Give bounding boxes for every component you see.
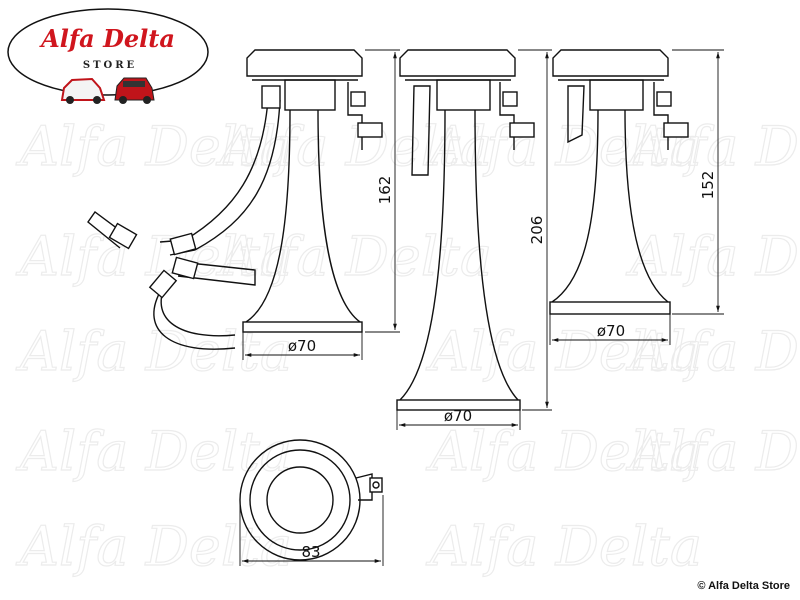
svg-text:83: 83	[301, 543, 320, 561]
svg-text:Alfa Delta: Alfa Delta	[625, 420, 800, 483]
svg-text:Alfa Delta: Alfa Delta	[15, 115, 292, 178]
horn-side-view-3	[549, 49, 689, 315]
svg-text:ø70: ø70	[597, 322, 625, 340]
svg-text:Alfa Delta: Alfa Delta	[425, 515, 702, 578]
svg-text:Alfa Delta: Alfa Delta	[625, 115, 800, 178]
svg-text:Alfa Delta: Alfa Delta	[15, 515, 292, 578]
dimension-horn3-height: 152	[672, 49, 724, 315]
svg-text:Alfa Delta: Alfa Delta	[425, 320, 702, 383]
svg-text:152: 152	[699, 171, 717, 200]
horn-side-view-2	[396, 49, 535, 411]
svg-text:Alfa Delta: Alfa Delta	[625, 225, 800, 288]
dimension-horn3-diameter: ø70	[549, 314, 671, 345]
dimension-horn2-height: 206	[518, 49, 552, 411]
svg-text:Alfa Delta: Alfa Delta	[215, 115, 492, 178]
svg-text:Alfa Delta: Alfa Delta	[39, 24, 175, 53]
logo: Alfa Delta STORE	[7, 8, 209, 104]
svg-text:206: 206	[528, 216, 546, 245]
dimension-horn2-diameter: ø70	[396, 407, 521, 430]
svg-text:ø70: ø70	[288, 337, 316, 355]
svg-text:Alfa Delta: Alfa Delta	[625, 320, 800, 383]
svg-text:162: 162	[376, 176, 394, 205]
dimension-horn1-height: 162	[365, 49, 400, 333]
svg-text:STORE: STORE	[83, 60, 137, 71]
svg-text:Alfa Delta: Alfa Delta	[15, 420, 292, 483]
dimension-horn1-diameter: ø70	[242, 332, 363, 360]
copyright-notice: © Alfa Delta Store	[697, 580, 790, 592]
svg-text:Alfa Delta: Alfa Delta	[215, 225, 492, 288]
svg-text:Alfa Delta: Alfa Delta	[15, 225, 292, 288]
svg-text:Alfa Delta: Alfa Delta	[425, 115, 702, 178]
svg-text:Alfa Delta: Alfa Delta	[425, 420, 702, 483]
car-white-icon	[60, 77, 106, 104]
watermark: Alfa Delta Alfa Delta Alfa Delta Alfa De…	[14, 114, 800, 578]
horn-side-view-1	[87, 49, 383, 350]
svg-text:ø70: ø70	[444, 407, 472, 425]
dimension-top-view-width: 83	[239, 495, 384, 566]
car-red-icon	[114, 77, 155, 104]
